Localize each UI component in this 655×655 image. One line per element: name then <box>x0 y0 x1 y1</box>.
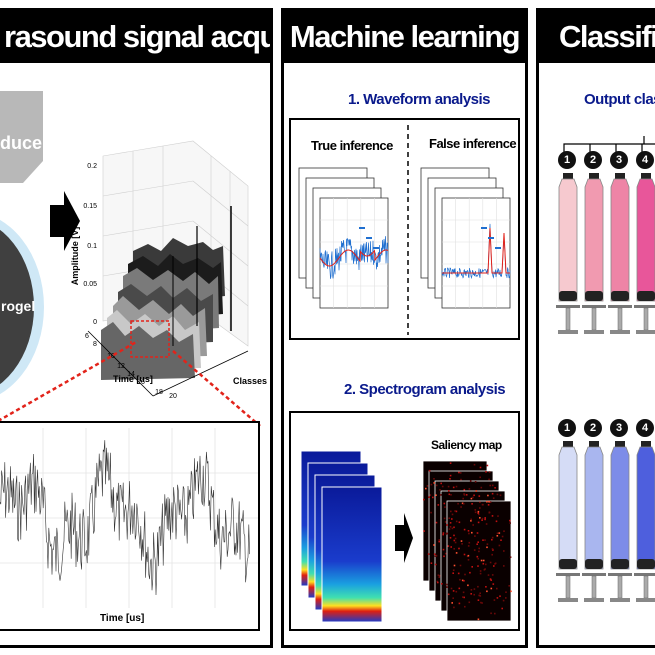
right-arrow-icon <box>395 513 413 563</box>
inference-divider <box>407 125 409 335</box>
syringe-vial <box>582 173 606 334</box>
x-tick: 20 <box>169 393 177 400</box>
spectrogram-analysis-box: Saliency map <box>289 411 520 631</box>
x-tick: 6 <box>85 333 89 340</box>
saliency-map-stack <box>422 460 512 622</box>
class-number-badge: 2 <box>584 419 602 437</box>
class-slices <box>101 206 232 380</box>
x-tick: 16 <box>137 379 145 386</box>
x-tick: 18 <box>155 389 163 396</box>
class-number-badge: 4 <box>636 151 654 169</box>
right-arrow-icon <box>50 191 80 251</box>
class-number-badge: 1 <box>558 151 576 169</box>
waveform-analysis-label: 1. Waveform analysis <box>348 91 491 108</box>
x-axis-label: Time [us] <box>113 374 153 384</box>
waveform-3d-plot: 0.2 0.15 0.1 0.05 0 6 8 10 12 14 16 18 2… <box>70 140 267 400</box>
syringe-vial <box>634 441 655 602</box>
true-inference-label: True inference <box>311 138 393 153</box>
true-inference-stack <box>298 167 389 309</box>
class-number-badge: 3 <box>610 151 628 169</box>
hydrogel-label: rogel <box>1 298 36 314</box>
x-tick: 12 <box>117 363 125 370</box>
class-number-badge: 2 <box>584 151 602 169</box>
waveform-analysis-box: True inference False inference <box>289 118 520 340</box>
z-axis-label: Amplitude [V] <box>70 227 80 286</box>
spectrogram-stack <box>300 450 383 623</box>
acquisition-header: rasound signal acquisition <box>0 11 270 63</box>
syringe-vial <box>582 441 606 602</box>
syringe-vial <box>556 173 580 334</box>
y-axis-label: Classes <box>233 376 267 386</box>
class-number-badge: 1 <box>558 419 576 437</box>
z-tick: 0 <box>93 319 97 326</box>
false-inference-label: False inference <box>429 136 517 151</box>
classification-header: Classificat <box>539 11 655 63</box>
transducer-graphic <box>0 91 43 183</box>
ml-panel: Machine learning 1. Waveform analysis Tr… <box>281 8 528 648</box>
acquisition-title: rasound signal acquisition <box>4 19 270 54</box>
syringe-vial <box>608 441 632 602</box>
false-inference-stack <box>420 167 511 309</box>
syringe-vial <box>556 441 580 602</box>
z-tick: 0.15 <box>83 203 97 210</box>
zoomed-waveform <box>0 428 258 608</box>
x-tick: 10 <box>107 353 115 360</box>
ml-header: Machine learning <box>284 11 525 63</box>
waveform-x-axis-label: Time [us] <box>100 613 145 624</box>
syringe-vial <box>608 173 632 334</box>
z-tick: 0.05 <box>83 281 97 288</box>
ml-title: Machine learning <box>289 19 521 54</box>
output-classes-label: Output classe <box>584 91 655 108</box>
classification-title: Classificat <box>559 19 655 54</box>
hydrogel-graphic <box>0 219 44 395</box>
x-tick: 8 <box>93 341 97 348</box>
syringe-vial <box>634 173 655 334</box>
class-number-badge: 4 <box>636 419 654 437</box>
x-tick: 14 <box>127 371 135 378</box>
z-tick: 0.1 <box>87 243 97 250</box>
z-tick: 0.2 <box>87 163 97 170</box>
transducer-label: ducer <box>0 133 50 153</box>
acquisition-panel: rasound signal acquisition ducer rogel <box>0 8 273 648</box>
zoomed-waveform-box: Time [us] <box>0 421 260 631</box>
class-number-badge: 3 <box>610 419 628 437</box>
zoom-connector <box>0 339 261 427</box>
saliency-map-label: Saliency map <box>431 438 502 452</box>
spectrogram-analysis-label: 2. Spectrogram analysis <box>344 381 506 398</box>
